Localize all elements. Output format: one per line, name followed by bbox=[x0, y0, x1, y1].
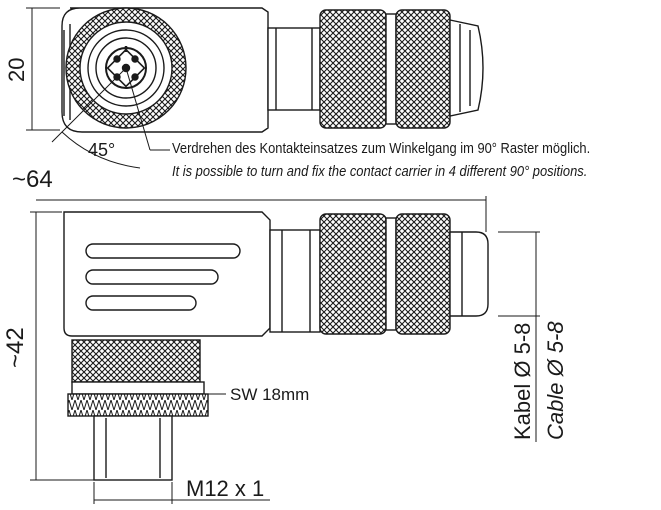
top-cable-gland bbox=[449, 19, 484, 117]
front-slot-1 bbox=[85, 243, 241, 259]
front-knurl-right bbox=[395, 213, 451, 335]
front-knurl-left bbox=[319, 213, 387, 335]
dim-top-height: 20 bbox=[4, 57, 29, 82]
cable-label-german: Kabel Ø 5-8 bbox=[510, 322, 535, 440]
m12-thread bbox=[93, 415, 173, 481]
note-german: Verdrehen des Kontakteinsatzes zum Winke… bbox=[172, 140, 591, 157]
note-english: It is possible to turn and fix the conta… bbox=[172, 163, 588, 180]
cable-label-english: Cable Ø 5-8 bbox=[543, 321, 568, 440]
front-slot-2 bbox=[85, 269, 219, 285]
front-cable-end bbox=[449, 231, 489, 317]
dim-angle: 45° bbox=[88, 140, 116, 160]
front-slot-3 bbox=[85, 295, 197, 311]
dim-height-approx: ~42 bbox=[2, 327, 29, 368]
top-knurl-right bbox=[395, 9, 451, 129]
front-bottom-teeth bbox=[67, 393, 209, 417]
front-neck bbox=[269, 229, 321, 333]
thread-label: M12 x 1 bbox=[186, 476, 265, 501]
dim-width-approx: ~64 bbox=[12, 166, 53, 193]
front-bottom-nut bbox=[71, 339, 201, 383]
top-knurl-left bbox=[319, 9, 387, 129]
top-view bbox=[26, 7, 487, 232]
front-view bbox=[30, 211, 540, 504]
wrench-size-label: SW 18mm bbox=[230, 385, 310, 404]
